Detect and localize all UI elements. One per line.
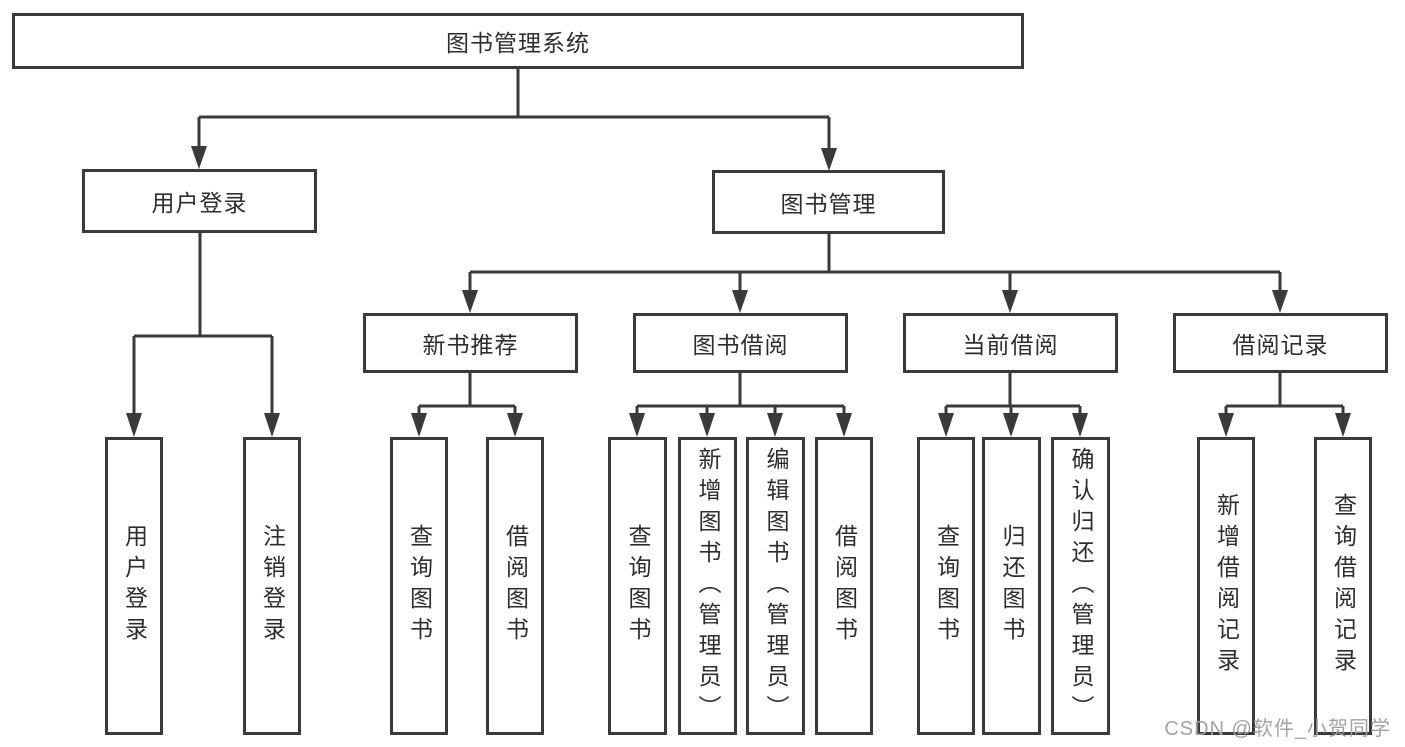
node-new-book-recommend: 新书推荐 bbox=[363, 313, 578, 373]
node-book-management-label: 图书管理 bbox=[780, 191, 877, 217]
arrowhead bbox=[191, 146, 207, 169]
leaf-confirm-return-admin-label: 确认归还（管理员） bbox=[1068, 446, 1094, 726]
arrowhead bbox=[821, 148, 837, 171]
connector-records-to-leaves bbox=[1224, 373, 1345, 416]
leaf-user-login: 用户登录 bbox=[105, 437, 163, 735]
leaf-query-books-current-label: 查询图书 bbox=[933, 524, 960, 648]
connector-borrowing-to-leaves bbox=[635, 373, 846, 416]
arrowhead bbox=[1072, 413, 1088, 437]
arrowhead bbox=[411, 413, 427, 437]
arrowhead bbox=[629, 413, 645, 437]
leaf-borrow-books-borrowing-label: 借阅图书 bbox=[831, 524, 858, 648]
node-borrowing-records-label: 借阅记录 bbox=[1232, 332, 1329, 358]
node-book-borrowing: 图书借阅 bbox=[633, 313, 848, 373]
arrowhead bbox=[126, 413, 142, 437]
leaf-add-book-admin: 新增图书（管理员） bbox=[678, 437, 737, 735]
leaf-edit-book-admin-label: 编辑图书（管理员） bbox=[763, 446, 789, 726]
arrowhead bbox=[938, 413, 954, 437]
leaf-query-books-recommend: 查询图书 bbox=[390, 437, 448, 735]
arrowhead bbox=[507, 413, 523, 437]
leaf-edit-book-admin: 编辑图书（管理员） bbox=[746, 437, 805, 735]
node-root-label: 图书管理系统 bbox=[446, 30, 590, 56]
arrowhead bbox=[1218, 413, 1234, 437]
leaf-borrow-books-recommend: 借阅图书 bbox=[486, 437, 544, 735]
arrowhead bbox=[699, 413, 715, 437]
node-borrowing-records: 借阅记录 bbox=[1173, 313, 1388, 373]
arrowhead bbox=[836, 413, 852, 437]
node-new-book-recommend-label: 新书推荐 bbox=[422, 332, 519, 358]
node-current-borrowing-label: 当前借阅 bbox=[962, 332, 1059, 358]
node-book-borrowing-label: 图书借阅 bbox=[692, 332, 789, 358]
connector-root-to-level2 bbox=[197, 69, 831, 152]
node-book-management: 图书管理 bbox=[712, 170, 945, 234]
leaf-query-books-borrowing-label: 查询图书 bbox=[625, 524, 651, 648]
arrowhead bbox=[462, 290, 478, 313]
arrowhead bbox=[1272, 290, 1288, 313]
leaf-borrow-books-recommend-label: 借阅图书 bbox=[502, 524, 529, 648]
connector-bookmgmt-to-level3 bbox=[468, 234, 1282, 296]
leaf-return-books-label: 归还图书 bbox=[999, 524, 1025, 648]
node-current-borrowing: 当前借阅 bbox=[903, 313, 1118, 373]
arrowhead bbox=[264, 413, 280, 437]
csdn-watermark: CSDN @软件_小贺同学 bbox=[1164, 718, 1391, 740]
leaf-borrow-books-borrowing: 借阅图书 bbox=[815, 437, 873, 735]
node-root: 图书管理系统 bbox=[12, 13, 1024, 69]
leaf-query-books-recommend-label: 查询图书 bbox=[406, 524, 433, 648]
connector-current-to-leaves bbox=[944, 373, 1082, 416]
leaf-query-books-current: 查询图书 bbox=[917, 437, 975, 735]
leaf-return-books: 归还图书 bbox=[982, 437, 1041, 735]
arrowhead bbox=[767, 413, 783, 437]
leaf-logout: 注销登录 bbox=[243, 437, 301, 735]
leaf-add-book-admin-label: 新增图书（管理员） bbox=[695, 446, 721, 726]
leaf-query-books-borrowing: 查询图书 bbox=[608, 437, 667, 735]
node-user-login-label: 用户登录 bbox=[151, 190, 248, 216]
leaf-add-borrow-record: 新增借阅记录 bbox=[1197, 437, 1255, 735]
leaf-user-login-label: 用户登录 bbox=[121, 524, 148, 648]
connector-userlogin-to-leaves bbox=[132, 233, 274, 419]
arrowhead bbox=[1002, 290, 1018, 313]
leaf-query-borrow-record-label: 查询借阅记录 bbox=[1330, 493, 1357, 679]
arrowhead bbox=[1335, 413, 1351, 437]
connector-newbooks-to-leaves bbox=[417, 373, 517, 416]
leaf-confirm-return-admin: 确认归还（管理员） bbox=[1051, 437, 1110, 735]
leaf-query-borrow-record: 查询借阅记录 bbox=[1314, 437, 1372, 735]
arrowhead bbox=[732, 290, 748, 313]
node-user-login: 用户登录 bbox=[82, 169, 317, 233]
leaf-logout-label: 注销登录 bbox=[259, 524, 286, 648]
arrowhead bbox=[1003, 413, 1019, 437]
leaf-add-borrow-record-label: 新增借阅记录 bbox=[1213, 493, 1240, 679]
